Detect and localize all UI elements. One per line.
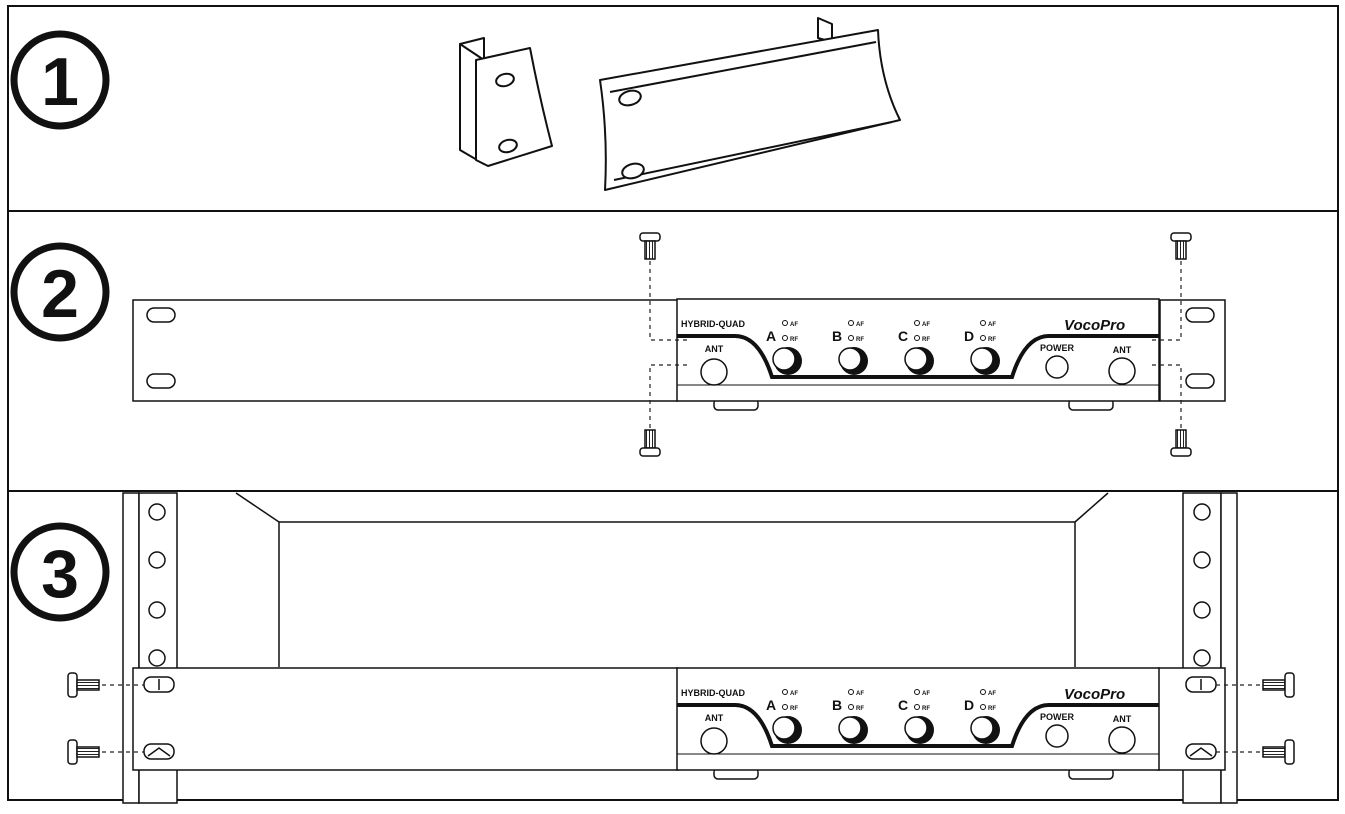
screw-icon (67, 672, 100, 698)
power-button-icon (1045, 724, 1069, 748)
af-indicator-led-icon (782, 320, 788, 326)
channel-a-letter: A (766, 328, 776, 344)
short-rack-ear-bracket (459, 37, 553, 167)
screw-icon (639, 232, 661, 260)
step-3-number: 3 (41, 536, 79, 612)
rf-indicator-led-icon (782, 335, 788, 341)
rf-indicator-led-icon (980, 704, 986, 710)
channel-knob-icon (904, 347, 928, 371)
step-1-number: 1 (41, 44, 79, 120)
af-indicator-led-icon (782, 689, 788, 695)
right-antenna-label: ANT (1113, 345, 1132, 355)
screw-icon (1170, 429, 1192, 457)
channel-d-letter: D (964, 328, 974, 344)
power-label: POWER (1040, 712, 1075, 722)
screw-icon (1170, 232, 1192, 260)
screw-icon (1262, 672, 1295, 698)
left-antenna-label: ANT (705, 713, 724, 723)
af-indicator-led-icon (848, 320, 854, 326)
rf-indicator-led-icon (980, 335, 986, 341)
power-button-icon (1045, 355, 1069, 379)
rf-label: RF (988, 337, 996, 343)
receiver-model-label: HYBRID-QUAD (681, 319, 745, 329)
af-label: AF (790, 322, 798, 328)
af-label: AF (856, 691, 864, 697)
channel-d-letter: D (964, 697, 974, 713)
step-3-extension-panel (132, 667, 679, 771)
left-antenna-jack-icon (700, 358, 728, 386)
af-label: AF (922, 322, 930, 328)
step-3-right-ear (1157, 667, 1226, 771)
channel-b-letter: B (832, 697, 842, 713)
channel-c-letter: C (898, 328, 908, 344)
channel-knob-icon (970, 347, 994, 371)
channel-knob-icon (970, 716, 994, 740)
af-label: AF (988, 691, 996, 697)
af-indicator-led-icon (914, 689, 920, 695)
rf-indicator-led-icon (848, 335, 854, 341)
step-3-badge: 3 (10, 522, 110, 622)
receiver-model-label: HYBRID-QUAD (681, 688, 745, 698)
receiver-brand-logo: VocoPro (1064, 317, 1125, 334)
step-3-alignment-guides (102, 684, 1260, 753)
rf-indicator-led-icon (782, 704, 788, 710)
long-rack-extension-bracket (599, 17, 901, 191)
receiver-panel-stripe (677, 703, 1159, 748)
receiver-brand-logo: VocoPro (1064, 686, 1125, 703)
channel-knob-icon (838, 716, 862, 740)
rf-label: RF (856, 337, 864, 343)
af-indicator-led-icon (980, 689, 986, 695)
step-2-extension-panel (132, 299, 679, 402)
step-2-screws (639, 232, 1192, 457)
channel-b-letter: B (832, 328, 842, 344)
step-2-right-ear (1159, 299, 1226, 402)
screw-icon (639, 429, 661, 457)
channel-knob-icon (904, 716, 928, 740)
rf-label: RF (922, 706, 930, 712)
af-indicator-led-icon (848, 689, 854, 695)
rf-label: RF (790, 337, 798, 343)
channel-knob-icon (772, 347, 796, 371)
receiver-panel-stripe (677, 334, 1159, 379)
af-indicator-led-icon (980, 320, 986, 326)
af-label: AF (922, 691, 930, 697)
step-2-badge: 2 (10, 242, 110, 342)
rf-label: RF (922, 337, 930, 343)
rf-label: RF (988, 706, 996, 712)
panel-frames (7, 5, 1339, 801)
screw-icon (67, 739, 100, 765)
step-2-alignment-guides (649, 261, 1182, 428)
rf-indicator-led-icon (848, 704, 854, 710)
rf-label: RF (790, 706, 798, 712)
channel-knob-icon (772, 716, 796, 740)
channel-a-letter: A (766, 697, 776, 713)
right-antenna-jack-icon (1108, 726, 1136, 754)
right-antenna-jack-icon (1108, 357, 1136, 385)
af-label: AF (856, 322, 864, 328)
rf-indicator-led-icon (914, 335, 920, 341)
screw-icon (1262, 739, 1295, 765)
step-1-badge: 1 (10, 30, 110, 130)
left-antenna-jack-icon (700, 727, 728, 755)
power-label: POWER (1040, 343, 1075, 353)
rf-indicator-led-icon (914, 704, 920, 710)
af-label: AF (988, 322, 996, 328)
right-antenna-label: ANT (1113, 714, 1132, 724)
channel-knob-icon (838, 347, 862, 371)
af-indicator-led-icon (914, 320, 920, 326)
af-label: AF (790, 691, 798, 697)
left-antenna-label: ANT (705, 344, 724, 354)
rack-cabinet (235, 492, 1109, 667)
rf-label: RF (856, 706, 864, 712)
step-3-screws (67, 672, 1295, 765)
step-2-number: 2 (41, 256, 79, 332)
channel-c-letter: C (898, 697, 908, 713)
